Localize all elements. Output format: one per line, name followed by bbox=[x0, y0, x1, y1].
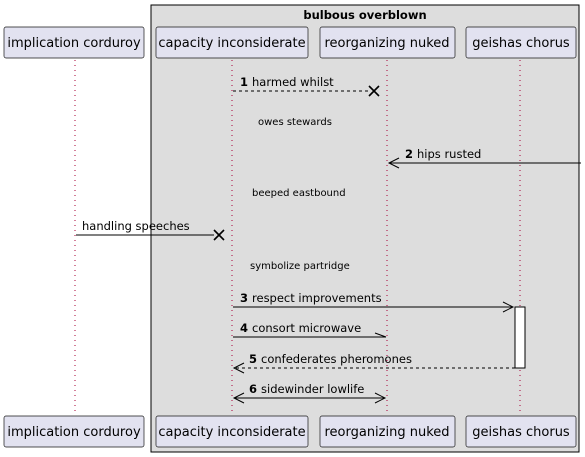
participant-label: capacity inconsiderate bbox=[158, 36, 305, 51]
participant-label: reorganizing nuked bbox=[324, 425, 449, 440]
arrowhead-right-icon bbox=[374, 392, 387, 404]
message-handling-speeches: handling speeches bbox=[76, 219, 225, 241]
participant-label: geishas chorus bbox=[472, 36, 570, 51]
group-box bbox=[150, 4, 580, 453]
group-title: bulbous overblown bbox=[303, 8, 426, 22]
participant-label: geishas chorus bbox=[472, 425, 570, 440]
arrowhead-icon bbox=[387, 157, 400, 169]
message-label: confederates pheromones bbox=[261, 352, 412, 366]
destroy-x-icon bbox=[368, 85, 380, 97]
participant-reorganizing-nuked-bottom: reorganizing nuked bbox=[319, 415, 456, 448]
message-label: harmed whilst bbox=[252, 75, 334, 89]
message-number: 4 bbox=[240, 321, 248, 335]
message-number: 5 bbox=[249, 352, 257, 366]
message-4: 4 consort microwave bbox=[233, 321, 387, 338]
message-number: 6 bbox=[249, 382, 257, 396]
half-arrowhead-icon bbox=[374, 332, 387, 338]
participant-reorganizing-nuked-top: reorganizing nuked bbox=[319, 26, 456, 59]
arrowhead-icon bbox=[232, 362, 245, 374]
delay-label: beeped eastbound bbox=[252, 188, 346, 199]
message-label: consort microwave bbox=[252, 321, 361, 335]
message-6: 6 sidewinder lowlife bbox=[232, 382, 387, 404]
message-number: 2 bbox=[405, 147, 413, 161]
participant-implication-corduroy-bottom: implication corduroy bbox=[3, 415, 145, 448]
participant-capacity-inconsiderate-bottom: capacity inconsiderate bbox=[155, 415, 309, 448]
message-5: 5 confederates pheromones bbox=[232, 352, 515, 374]
activation-bar bbox=[514, 306, 526, 369]
participant-implication-corduroy-top: implication corduroy bbox=[3, 26, 145, 59]
participant-label: implication corduroy bbox=[7, 425, 141, 440]
arrowhead-icon bbox=[502, 301, 515, 313]
message-label: handling speeches bbox=[82, 219, 190, 233]
participant-label: implication corduroy bbox=[7, 36, 141, 51]
delay-label: symbolize partridge bbox=[250, 261, 350, 272]
message-label: sidewinder lowlife bbox=[261, 382, 364, 396]
participant-label: capacity inconsiderate bbox=[158, 425, 305, 440]
arrowhead-left-icon bbox=[232, 392, 245, 404]
participant-geishas-chorus-top: geishas chorus bbox=[465, 26, 577, 59]
message-2: 2 hips rusted bbox=[387, 147, 581, 169]
message-label: respect improvements bbox=[252, 291, 382, 305]
message-label: hips rusted bbox=[417, 147, 481, 161]
destroy-x-icon bbox=[213, 229, 225, 241]
message-3: 3 respect improvements bbox=[233, 291, 515, 313]
participant-label: reorganizing nuked bbox=[324, 36, 449, 51]
participant-capacity-inconsiderate-top: capacity inconsiderate bbox=[155, 26, 309, 59]
message-1: 1 harmed whilst bbox=[233, 75, 380, 97]
participant-geishas-chorus-bottom: geishas chorus bbox=[465, 415, 577, 448]
message-number: 3 bbox=[240, 291, 248, 305]
delay-label: owes stewards bbox=[258, 117, 332, 128]
message-number: 1 bbox=[240, 75, 248, 89]
